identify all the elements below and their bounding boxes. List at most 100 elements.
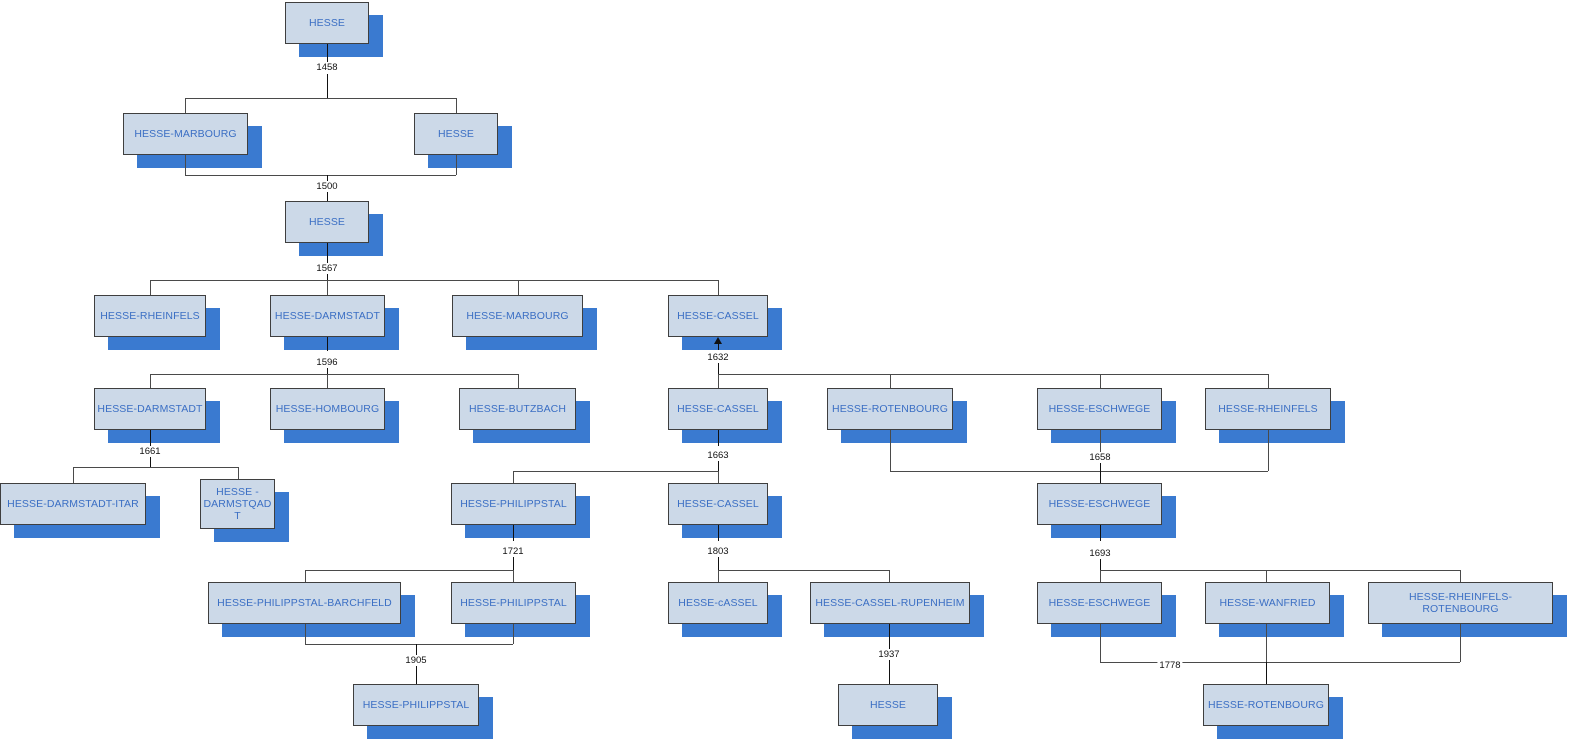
edge-1937-stem xyxy=(889,624,890,649)
edge-1596-drop-butzbach xyxy=(518,374,519,388)
node-n20[interactable]: HESSE-PHILIPPSTAL-BARCHFELD xyxy=(208,582,401,624)
edge-1661-stem xyxy=(150,430,151,446)
edge-1596-bar xyxy=(150,374,518,375)
edge-1693-bar xyxy=(1100,570,1460,571)
edge-1663-bar xyxy=(513,471,718,472)
node-n3[interactable]: HESSE xyxy=(285,201,369,243)
edge-1632-rise-rheinfels xyxy=(1268,374,1269,388)
year-label-1803: 1803 xyxy=(705,546,731,557)
node-n9[interactable]: HESSE-HOMBOURG xyxy=(270,388,385,430)
edge-1663-drop-cassel xyxy=(718,471,719,483)
node-n18[interactable]: HESSE-CASSEL xyxy=(668,483,768,525)
edge-1567-drop-rheinfels xyxy=(150,280,151,295)
node-n29[interactable]: HESSE-ROTENBOURG xyxy=(1203,684,1329,726)
node-n15[interactable]: HESSE-DARMSTADT-ITAR xyxy=(0,483,146,525)
edge-1778-bar xyxy=(1100,662,1460,663)
edge-1693-stem2 xyxy=(1100,559,1101,570)
edge-1500-rise-right xyxy=(456,155,457,175)
year-label-1458: 1458 xyxy=(314,62,340,73)
edge-1721-drop-barchfeld xyxy=(305,570,306,582)
edge-1658-rise-eschwege xyxy=(1100,430,1101,452)
edge-1500-bar xyxy=(185,175,456,176)
edge-1567-stem xyxy=(327,243,328,263)
edge-1567-drop-marbourg xyxy=(518,280,519,295)
edge-1693-drop-eschwege xyxy=(1100,570,1101,582)
edge-1632-rise-cassel xyxy=(718,374,719,388)
edge-1693-drop-wanfried xyxy=(1266,570,1267,582)
node-n23[interactable]: HESSE-CASSEL-RUPENHEIM xyxy=(810,582,970,624)
edge-1596-stem xyxy=(327,337,328,351)
node-n0[interactable]: HESSE xyxy=(285,2,369,44)
edge-1658-bar xyxy=(890,471,1268,472)
edge-1658-rise-rheinfels xyxy=(1268,430,1269,471)
edge-1632-rise-eschwege xyxy=(1100,374,1101,388)
edge-1658-rise-rotenbourg xyxy=(890,430,891,471)
edge-1458-drop-left xyxy=(185,98,186,113)
edge-1661-stem2 xyxy=(150,457,151,467)
edge-1658-stem xyxy=(1100,463,1101,483)
edge-1661-drop-itar xyxy=(73,467,74,483)
edge-1778-rise-eschwege xyxy=(1100,624,1101,662)
node-n6[interactable]: HESSE-MARBOURG xyxy=(452,295,583,337)
year-label-1721: 1721 xyxy=(500,546,526,557)
node-n2[interactable]: HESSE xyxy=(414,113,498,155)
node-n5[interactable]: HESSE-DARMSTADT xyxy=(270,295,385,337)
edge-1567-drop-darmstadt xyxy=(327,280,328,295)
edge-1693-drop-rheinfels-rotenbourg xyxy=(1460,570,1461,582)
edge-1458-stem2 xyxy=(327,74,328,98)
edge-1803-stem xyxy=(718,525,719,541)
edge-1721-drop-philippstal xyxy=(513,570,514,582)
edge-1721-bar xyxy=(305,570,513,571)
edge-1567-bar xyxy=(150,280,718,281)
node-n22[interactable]: HESSE-cASSEL xyxy=(668,582,768,624)
edge-1458-stem xyxy=(327,44,328,62)
node-n11[interactable]: HESSE-CASSEL xyxy=(668,388,768,430)
node-n7[interactable]: HESSE-CASSEL xyxy=(668,295,768,337)
edge-1937-stem2 xyxy=(889,660,890,684)
year-label-1632: 1632 xyxy=(705,352,731,363)
edge-1721-stem xyxy=(513,525,514,541)
edge-1905-stem xyxy=(416,644,417,655)
edge-1596-drop-hombourg xyxy=(327,374,328,388)
year-label-1500: 1500 xyxy=(314,181,340,192)
node-n8[interactable]: HESSE-DARMSTADT xyxy=(94,388,206,430)
edge-1458-bar xyxy=(185,98,456,99)
node-n14[interactable]: HESSE-RHEINFELS xyxy=(1205,388,1331,430)
node-n12[interactable]: HESSE-ROTENBOURG xyxy=(827,388,953,430)
node-n25[interactable]: HESSE-WANFRIED xyxy=(1205,582,1330,624)
node-n10[interactable]: HESSE-BUTZBACH xyxy=(459,388,576,430)
node-n13[interactable]: HESSE-ESCHWEGE xyxy=(1037,388,1162,430)
node-n1[interactable]: HESSE-MARBOURG xyxy=(123,113,248,155)
edge-1661-drop-darmstqadt xyxy=(238,467,239,479)
edge-1500-rise-left xyxy=(185,155,186,175)
year-label-1567: 1567 xyxy=(314,263,340,274)
node-n21[interactable]: HESSE-PHILIPPSTAL xyxy=(451,582,576,624)
node-n19[interactable]: HESSE-ESCHWEGE xyxy=(1037,483,1162,525)
edge-1905-rise-philippstal xyxy=(513,624,514,644)
edge-1596-stem2 xyxy=(327,368,328,374)
node-n16[interactable]: HESSE - DARMSTQADT xyxy=(200,479,275,529)
edge-1663-drop-philippstal xyxy=(513,471,514,483)
edge-1596-drop-darmstadt xyxy=(150,374,151,388)
year-label-1661: 1661 xyxy=(137,446,163,457)
edge-1721-stem2 xyxy=(513,557,514,570)
edge-1803-drop-cassel xyxy=(718,570,719,582)
edge-1803-drop-rupenheim xyxy=(889,570,890,582)
node-n17[interactable]: HESSE-PHILIPPSTAL xyxy=(451,483,576,525)
year-label-1658: 1658 xyxy=(1087,452,1113,463)
node-n27[interactable]: HESSE-PHILIPPSTAL xyxy=(353,684,479,726)
edge-1803-stem2 xyxy=(718,557,719,570)
edge-1500-stem2 xyxy=(327,192,328,201)
node-n24[interactable]: HESSE-ESCHWEGE xyxy=(1037,582,1162,624)
edge-1632-arrowhead-icon xyxy=(714,337,722,344)
edge-1905-rise-barchfeld xyxy=(305,624,306,644)
edge-1458-drop-right xyxy=(456,98,457,113)
node-n26[interactable]: HESSE-RHEINFELS-ROTENBOURG xyxy=(1368,582,1553,624)
edge-1500-stem xyxy=(327,175,328,181)
year-label-1778: 1778 xyxy=(1157,660,1183,671)
edge-1778-rise-wanfried xyxy=(1266,624,1267,662)
node-n4[interactable]: HESSE-RHEINFELS xyxy=(94,295,206,337)
node-n28[interactable]: HESSE xyxy=(838,684,938,726)
edge-1632-stem xyxy=(718,344,719,350)
